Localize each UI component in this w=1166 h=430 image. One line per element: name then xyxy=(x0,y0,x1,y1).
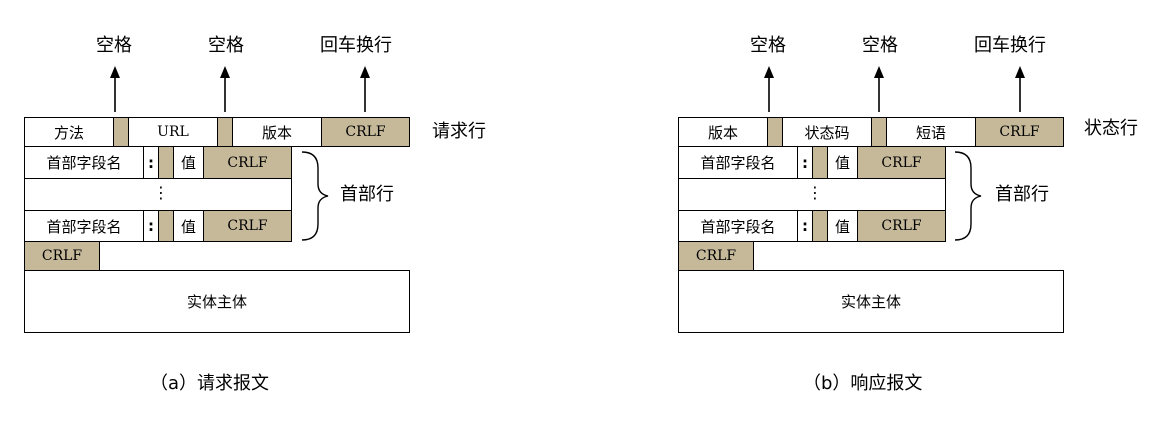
response-space-cell-1 xyxy=(767,117,783,147)
response-header-brace xyxy=(954,151,982,241)
request-body-cell: 实体主体 xyxy=(24,270,410,333)
request-header-crlf-cell: CRLF xyxy=(203,210,292,242)
request-space-label-1: 空格 xyxy=(96,35,132,56)
response-header-name-cell: 首部字段名 xyxy=(678,210,798,242)
request-header-ellipsis: ⋮ xyxy=(153,183,169,202)
response-body-cell: 实体主体 xyxy=(678,270,1064,333)
request-arrow-2-head xyxy=(220,66,230,78)
request-header-name-cell: 首部字段名 xyxy=(24,146,144,179)
response-header-ellipsis: ⋮ xyxy=(807,183,823,202)
response-header-crlf-cell: CRLF xyxy=(857,146,946,179)
response-line-label: 状态行 xyxy=(1084,118,1138,139)
request-crlf-label: 回车换行 xyxy=(320,35,392,56)
response-header-crlf-cell: CRLF xyxy=(857,210,946,242)
response-header-name-cell: 首部字段名 xyxy=(678,146,798,179)
request-blank-crlf-cell: CRLF xyxy=(24,241,100,271)
response-version-cell: 版本 xyxy=(678,117,768,147)
request-caption: （a）请求报文 xyxy=(150,373,270,394)
response-space-cell-2 xyxy=(871,117,887,147)
request-version-cell: 版本 xyxy=(232,117,322,147)
response-space-label-1: 空格 xyxy=(750,35,786,56)
response-blank-crlf-cell: CRLF xyxy=(678,241,754,271)
request-header-label: 首部行 xyxy=(340,184,394,205)
response-space-label-2: 空格 xyxy=(862,35,898,56)
request-header-value-cell: 值 xyxy=(173,210,204,242)
request-method-cell: 方法 xyxy=(24,117,114,147)
response-header-value-cell: 值 xyxy=(827,146,858,179)
response-line-crlf-cell: CRLF xyxy=(975,117,1064,147)
response-header-space-cell xyxy=(812,146,828,179)
response-arrow-2-head xyxy=(874,66,884,78)
response-header-space-cell xyxy=(812,210,828,242)
request-arrow-1-head xyxy=(110,66,120,78)
response-phrase-cell: 短语 xyxy=(886,117,976,147)
request-header-brace xyxy=(301,151,329,241)
request-line-label: 请求行 xyxy=(432,121,486,142)
response-header-colon-cell: : xyxy=(797,146,813,179)
response-caption: （b）响应报文 xyxy=(803,373,923,394)
request-space-label-2: 空格 xyxy=(208,35,244,56)
request-header-ellipsis-row xyxy=(24,178,292,211)
response-header-colon-cell: : xyxy=(797,210,813,242)
response-header-value-cell: 值 xyxy=(827,210,858,242)
response-arrow-3-head xyxy=(1015,66,1025,78)
request-arrow-3-head xyxy=(360,66,370,78)
response-arrow-1-head xyxy=(764,66,774,78)
response-status-code-cell: 状态码 xyxy=(782,117,872,147)
response-crlf-label: 回车换行 xyxy=(974,35,1046,56)
request-line-crlf-cell: CRLF xyxy=(321,117,410,147)
response-header-label: 首部行 xyxy=(995,184,1049,205)
request-header-crlf-cell: CRLF xyxy=(203,146,292,179)
request-header-value-cell: 值 xyxy=(173,146,204,179)
